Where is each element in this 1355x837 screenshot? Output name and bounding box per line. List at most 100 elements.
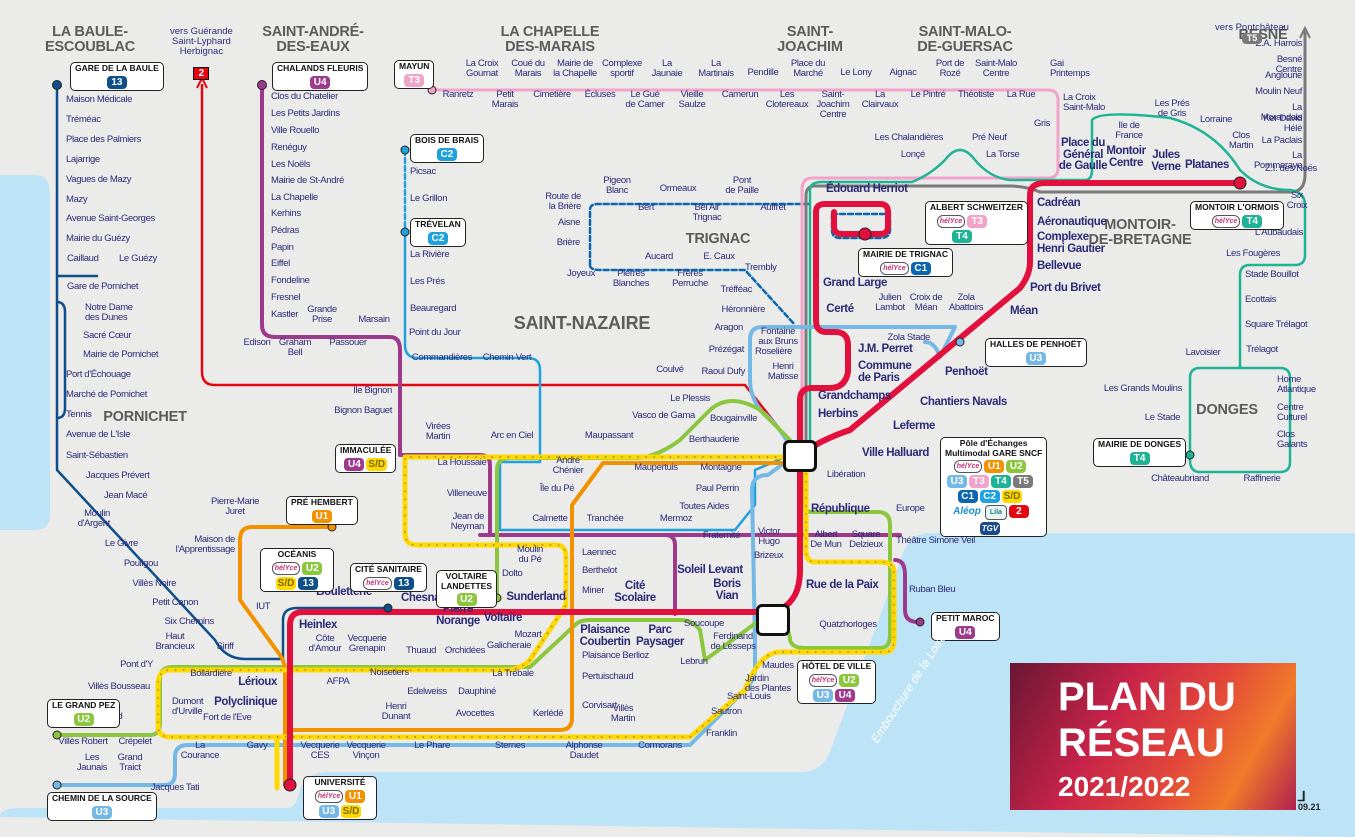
station-les-pres-de-gris[interactable]: Les Prés de Gris [1154, 98, 1190, 119]
station-rue-de-la-paix[interactable]: Rue de la Paix [806, 579, 879, 591]
station-les-chalandieres[interactable]: Les Chalandières [874, 132, 944, 143]
station-la-torse[interactable]: La Torse [986, 149, 1020, 160]
station-trembly[interactable]: Trembly [745, 262, 777, 273]
station-aragon[interactable]: Aragon [714, 322, 743, 333]
station-moulin-d-argent[interactable]: Moulin d'Argent [77, 508, 111, 529]
station-anglourie[interactable]: Anglourie [1265, 70, 1302, 81]
station-kerhins[interactable]: Kerhins [271, 208, 301, 219]
station-le-phare[interactable]: Le Phare [414, 740, 450, 751]
station-le-stade[interactable]: Le Stade [1144, 412, 1181, 423]
station-camerun[interactable]: Camerun [721, 89, 759, 100]
station-tranchee[interactable]: Tranchée [586, 513, 624, 524]
station-briere[interactable]: Brière [556, 237, 581, 248]
station-fresnel[interactable]: Fresnel [271, 292, 301, 303]
station-auffret[interactable]: Auffret [760, 202, 786, 213]
station-pertuischaud[interactable]: Pertuischaud [582, 671, 634, 682]
station-lonce[interactable]: Lonçé [900, 149, 925, 160]
station-place-du-general-de-gaulle[interactable]: Place du Général de Gaulle [1058, 137, 1108, 172]
station-kastler[interactable]: Kastler [271, 309, 299, 320]
station-z-a-harrois[interactable]: Z.A. Harrois [1255, 38, 1303, 49]
station-fort-de-l-eve[interactable]: Fort de l'Eve [203, 712, 252, 723]
station-la-pommeraye[interactable]: La Pommeraye [1253, 150, 1302, 171]
station-polyclinique[interactable]: Polyclinique [214, 696, 277, 708]
station-victor-hugo[interactable]: Victor Hugo [757, 526, 781, 547]
station-herbins[interactable]: Herbins [818, 408, 859, 420]
station-zola-abattoirs[interactable]: Zola Abattoirs [948, 292, 984, 313]
station-graham-bell[interactable]: Graham Bell [278, 337, 312, 358]
station-fontaine-aux-bruns[interactable]: Fontaine aux Bruns [758, 326, 798, 347]
station-ville-rouello[interactable]: Ville Rouello [271, 125, 320, 136]
station-ile-du-pe[interactable]: Île du Pé [539, 483, 575, 494]
station-alphonse-daudet[interactable]: Alphonse Daudet [565, 740, 603, 761]
station-ranretz[interactable]: Ranretz [442, 89, 474, 100]
station-port-d-echouage[interactable]: Port d'Échouage [66, 369, 131, 380]
station-la-chapelle[interactable]: La Chapelle [271, 192, 318, 203]
station-villes-noire[interactable]: Villès Noire [132, 578, 176, 589]
station-galicheraie[interactable]: Galicheraie [486, 640, 532, 651]
station-andre-chenier[interactable]: André Chénier [552, 455, 584, 476]
station-cite-scolaire[interactable]: Cité Scolaire [614, 580, 656, 604]
station-dumont-d-urville[interactable]: Dumont d'Urville [172, 696, 204, 717]
station-soucoupe[interactable]: Soucoupe [684, 618, 724, 629]
station-pendille[interactable]: Pendille [747, 67, 779, 78]
station-lorraine[interactable]: Lorraine [1200, 114, 1233, 125]
station-plaisance-berlioz[interactable]: Plaisance Berlioz [582, 650, 649, 661]
station-theatre-simone-veil[interactable]: Théâtre Simone Veil [896, 535, 975, 546]
station-montaigne[interactable]: Montaigne [700, 462, 742, 473]
station-coue-du-marais[interactable]: Coué du Marais [511, 58, 545, 79]
station-virees-martin[interactable]: Virées Martin [425, 421, 451, 442]
station-republique[interactable]: République [811, 503, 870, 515]
station-leferme[interactable]: Leferme [893, 420, 935, 432]
station-j-m-perret[interactable]: J.M. Perret [858, 343, 913, 355]
station-ruban-bleu[interactable]: Ruban Bleu [909, 584, 956, 595]
station-pierre-norange[interactable]: Pierre Norange [436, 603, 480, 627]
station-stade-bouillot[interactable]: Stade Bouillot [1245, 269, 1299, 280]
station-pont-d-y[interactable]: Pont d'Y [120, 659, 153, 670]
station-clos-galants[interactable]: Clos Galants [1277, 429, 1308, 450]
station-marsain[interactable]: Marsain [358, 314, 390, 325]
station-place-du-marche[interactable]: Place du Marché [790, 58, 826, 79]
station-calmette[interactable]: Calmette [532, 513, 568, 524]
station-commandieres[interactable]: Commandières [411, 352, 473, 363]
station-place-des-palmiers[interactable]: Place des Palmiers [66, 134, 142, 145]
station-iut[interactable]: IUT [256, 601, 271, 612]
station-berthelot[interactable]: Berthelot [582, 565, 617, 576]
station-vagues-de-mazy[interactable]: Vagues de Mazy [66, 174, 132, 185]
station-roseliere[interactable]: Roselière [755, 346, 792, 357]
station-aignac[interactable]: Aignac [889, 67, 917, 78]
station-afpa[interactable]: AFPA [326, 676, 350, 687]
station-bert[interactable]: Bert [637, 202, 655, 213]
station-treffeac[interactable]: Tréfféac [720, 284, 752, 295]
station-sacre-c-ur[interactable]: Sacré Cœur [83, 330, 132, 341]
station-jean-de-neyman[interactable]: Jean de Neyman [450, 511, 485, 532]
station-mairie-de-st-andre[interactable]: Mairie de St-André [271, 175, 344, 186]
station-chateaubriand[interactable]: Châteaubriand [1151, 473, 1209, 484]
station-villes-bousseau[interactable]: Villès Bousseau [87, 681, 151, 692]
station-le-givre[interactable]: Le Givre [104, 538, 138, 549]
station-corvisart[interactable]: Corvisart [582, 700, 617, 711]
station-la-croix-gournat[interactable]: La Croix Gournat [465, 58, 499, 79]
station-edison[interactable]: Edison [243, 337, 271, 348]
station-ormeaux[interactable]: Ormeaux [659, 183, 697, 194]
station-paul-perrin[interactable]: Paul Perrin [695, 483, 740, 494]
station-liberation[interactable]: Libération [826, 469, 866, 480]
station-henri-matisse[interactable]: Henri Matisse [767, 361, 799, 382]
station-vecquerie-vincon[interactable]: Vecquerie Vinçon [346, 740, 386, 761]
station-orchidees[interactable]: Orchidées [444, 645, 486, 656]
station-boris-vian[interactable]: Boris Vian [713, 578, 741, 602]
station-bouletterie[interactable]: Bouletterie [316, 586, 372, 598]
station-lavoisier[interactable]: Lavoisier [1185, 347, 1221, 358]
station-cadrean[interactable]: Cadréan [1037, 197, 1081, 209]
station-henri-dunant[interactable]: Henri Dunant [381, 701, 411, 722]
station-villes-martin[interactable]: Villès Martin [610, 703, 636, 724]
station-noisetiers[interactable]: Noisetiers [370, 667, 409, 678]
